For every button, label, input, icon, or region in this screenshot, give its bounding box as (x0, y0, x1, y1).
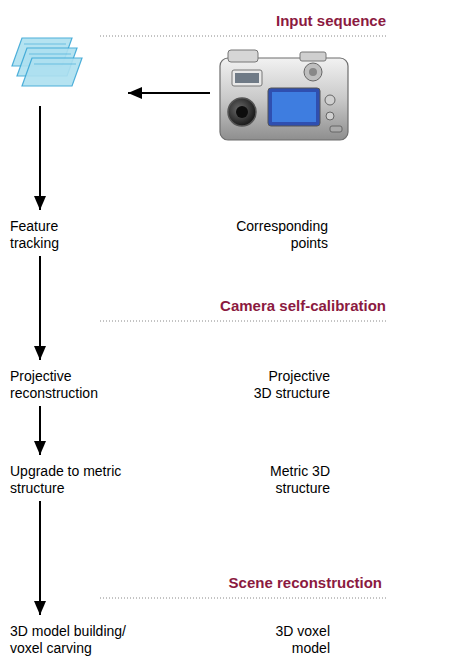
process-step: Upgrade to metric structure (10, 463, 132, 497)
step-text: Feature tracking (10, 218, 82, 252)
output-label: 3D voxel model (248, 623, 330, 657)
step-text: Upgrade to metric structure (10, 463, 132, 497)
output-label: Projective 3D structure (248, 368, 330, 402)
flow-arrow (128, 92, 210, 94)
section-heading: Camera self-calibration (126, 297, 386, 314)
camera-illustration (220, 50, 348, 140)
flow-arrow (39, 256, 41, 360)
output-label: Metric 3D structure (248, 463, 330, 497)
section-heading: Scene reconstruction (122, 574, 382, 591)
dotted-rule (100, 598, 388, 599)
process-step: Feature tracking (10, 218, 82, 252)
step-text: 3D model building/ voxel carving (10, 623, 137, 657)
dotted-rule (100, 321, 388, 322)
image-stack (12, 38, 82, 86)
flow-arrow (39, 406, 41, 455)
step-text: Projective reconstruction (10, 368, 112, 402)
flow-arrow (39, 106, 41, 210)
dotted-rule (100, 36, 388, 37)
process-step: 3D model building/ voxel carving (10, 623, 137, 657)
section-heading: Input sequence (146, 12, 386, 29)
flow-arrow (39, 501, 41, 615)
output-label: Corresponding points (232, 218, 328, 252)
process-step: Projective reconstruction (10, 368, 112, 402)
